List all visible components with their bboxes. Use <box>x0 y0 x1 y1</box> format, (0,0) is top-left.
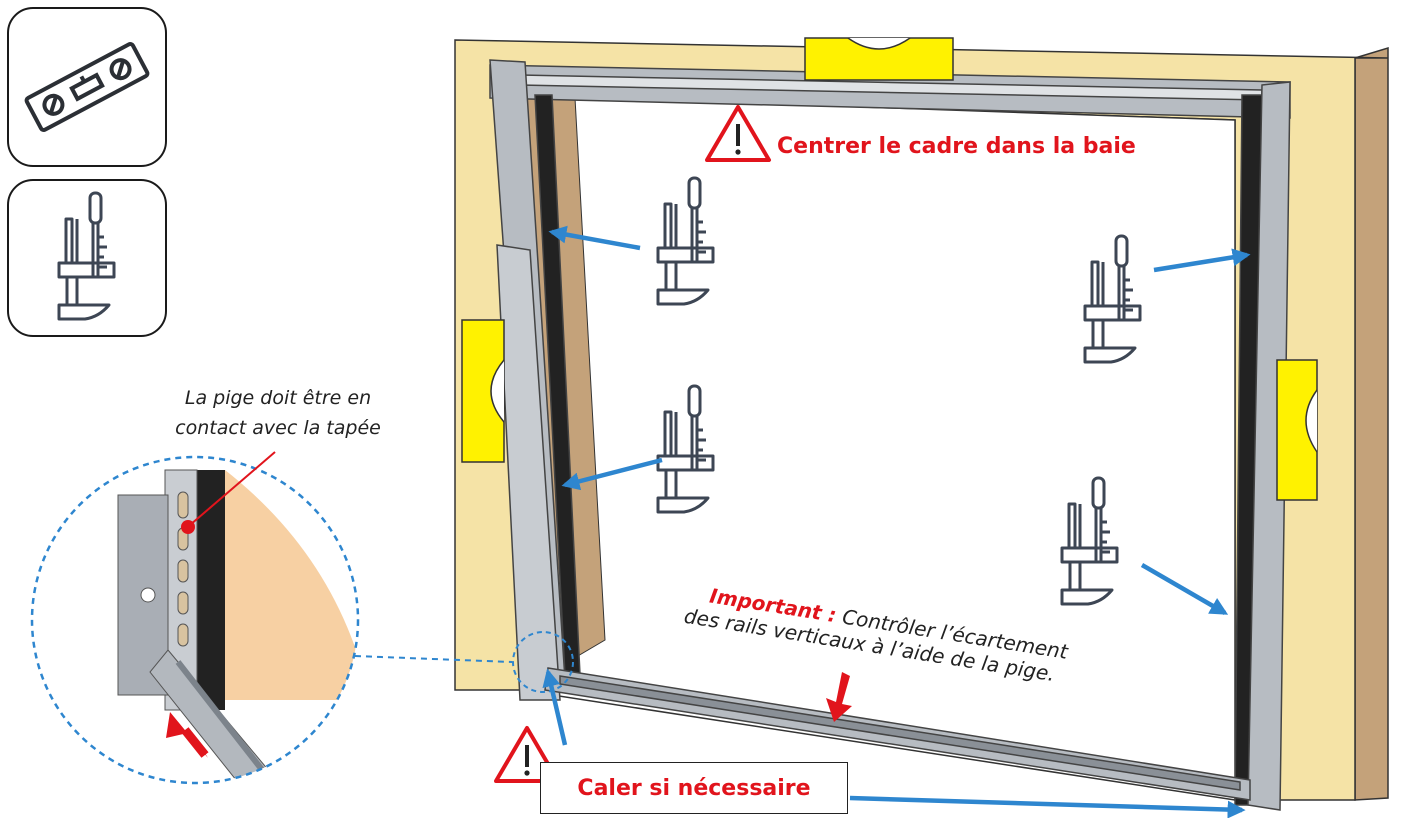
gauge-note-line-2: contact avec la tapée <box>175 417 381 439</box>
level-icon <box>24 41 150 133</box>
red-pointer-arrow <box>826 672 852 722</box>
arrow-shim-left <box>542 668 568 746</box>
frame <box>489 59 1291 811</box>
shim-box: Caler si nécessaire <box>540 762 848 814</box>
tool-box-gauge <box>7 179 167 337</box>
gauge-contact-note: La pige doit être en contact avec la tap… <box>128 383 428 443</box>
gauge-note-line-1: La pige doit être en <box>184 387 372 409</box>
detail-red-arrow-shaft <box>181 727 209 758</box>
detail-red-arrow <box>166 712 208 758</box>
arrow-bottom-left <box>561 457 663 491</box>
level-top <box>804 37 954 81</box>
detail-magnifier <box>30 455 360 785</box>
level-left <box>461 319 505 463</box>
gauge-icon <box>57 191 116 321</box>
gauge-note-dot <box>181 520 195 534</box>
arrow-bottom-right <box>1140 563 1229 615</box>
arrow-shim-right <box>849 795 1246 818</box>
center-frame-warning: Centrer le cadre dans la baie <box>777 134 1136 159</box>
detail-focus-circle <box>512 631 574 693</box>
shim-label: Caler si nécessaire <box>577 775 811 801</box>
warning-triangle-icon <box>705 105 771 162</box>
tool-box-level <box>7 7 167 167</box>
arrow-top-right <box>1153 248 1251 273</box>
detail-connector <box>354 655 513 663</box>
arrow-top-left <box>548 225 641 251</box>
gauge-note-leader <box>189 451 276 526</box>
level-right <box>1276 359 1318 501</box>
